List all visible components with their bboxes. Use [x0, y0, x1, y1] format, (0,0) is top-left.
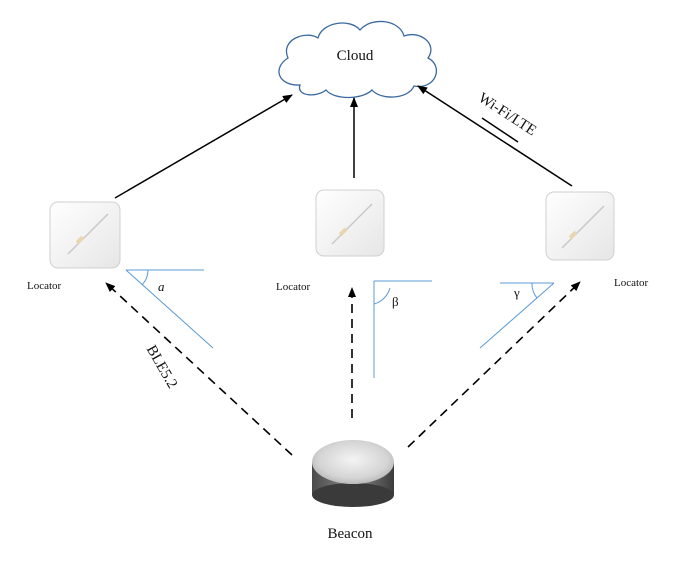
uplink-label-group: Wi-Fi/LTE — [475, 90, 539, 139]
locator-label-right: Locator — [614, 277, 649, 289]
locator-label-left: Locator — [27, 280, 62, 292]
uplink-label-underline — [481, 117, 519, 143]
angle-alpha: a — [125, 269, 214, 349]
locator-device-right — [545, 191, 615, 261]
beacon-device — [312, 440, 394, 507]
cloud-shape: Cloud — [278, 20, 438, 99]
angle-beta-label: β — [392, 294, 399, 309]
uplink-label: Wi-Fi/LTE — [475, 90, 539, 139]
beacon-label: Beacon — [328, 526, 373, 542]
locator-label-center: Locator — [276, 281, 311, 293]
angle-gamma-label: γ — [513, 285, 520, 300]
ble-label-group: BLE5.2 — [143, 343, 180, 392]
locator-device-left — [49, 201, 121, 269]
angle-alpha-label: a — [158, 279, 165, 294]
angle-beta: β — [373, 280, 432, 378]
uplink-arrow-left — [114, 94, 293, 199]
cloud-label: Cloud — [337, 48, 374, 64]
ble-label: BLE5.2 — [143, 343, 180, 392]
angle-gamma: γ — [479, 282, 555, 349]
ble-arrow-right — [407, 281, 581, 448]
ble-arrow-left — [105, 282, 293, 456]
locator-device-center — [315, 189, 385, 257]
uplink-arrow-right — [417, 85, 573, 187]
